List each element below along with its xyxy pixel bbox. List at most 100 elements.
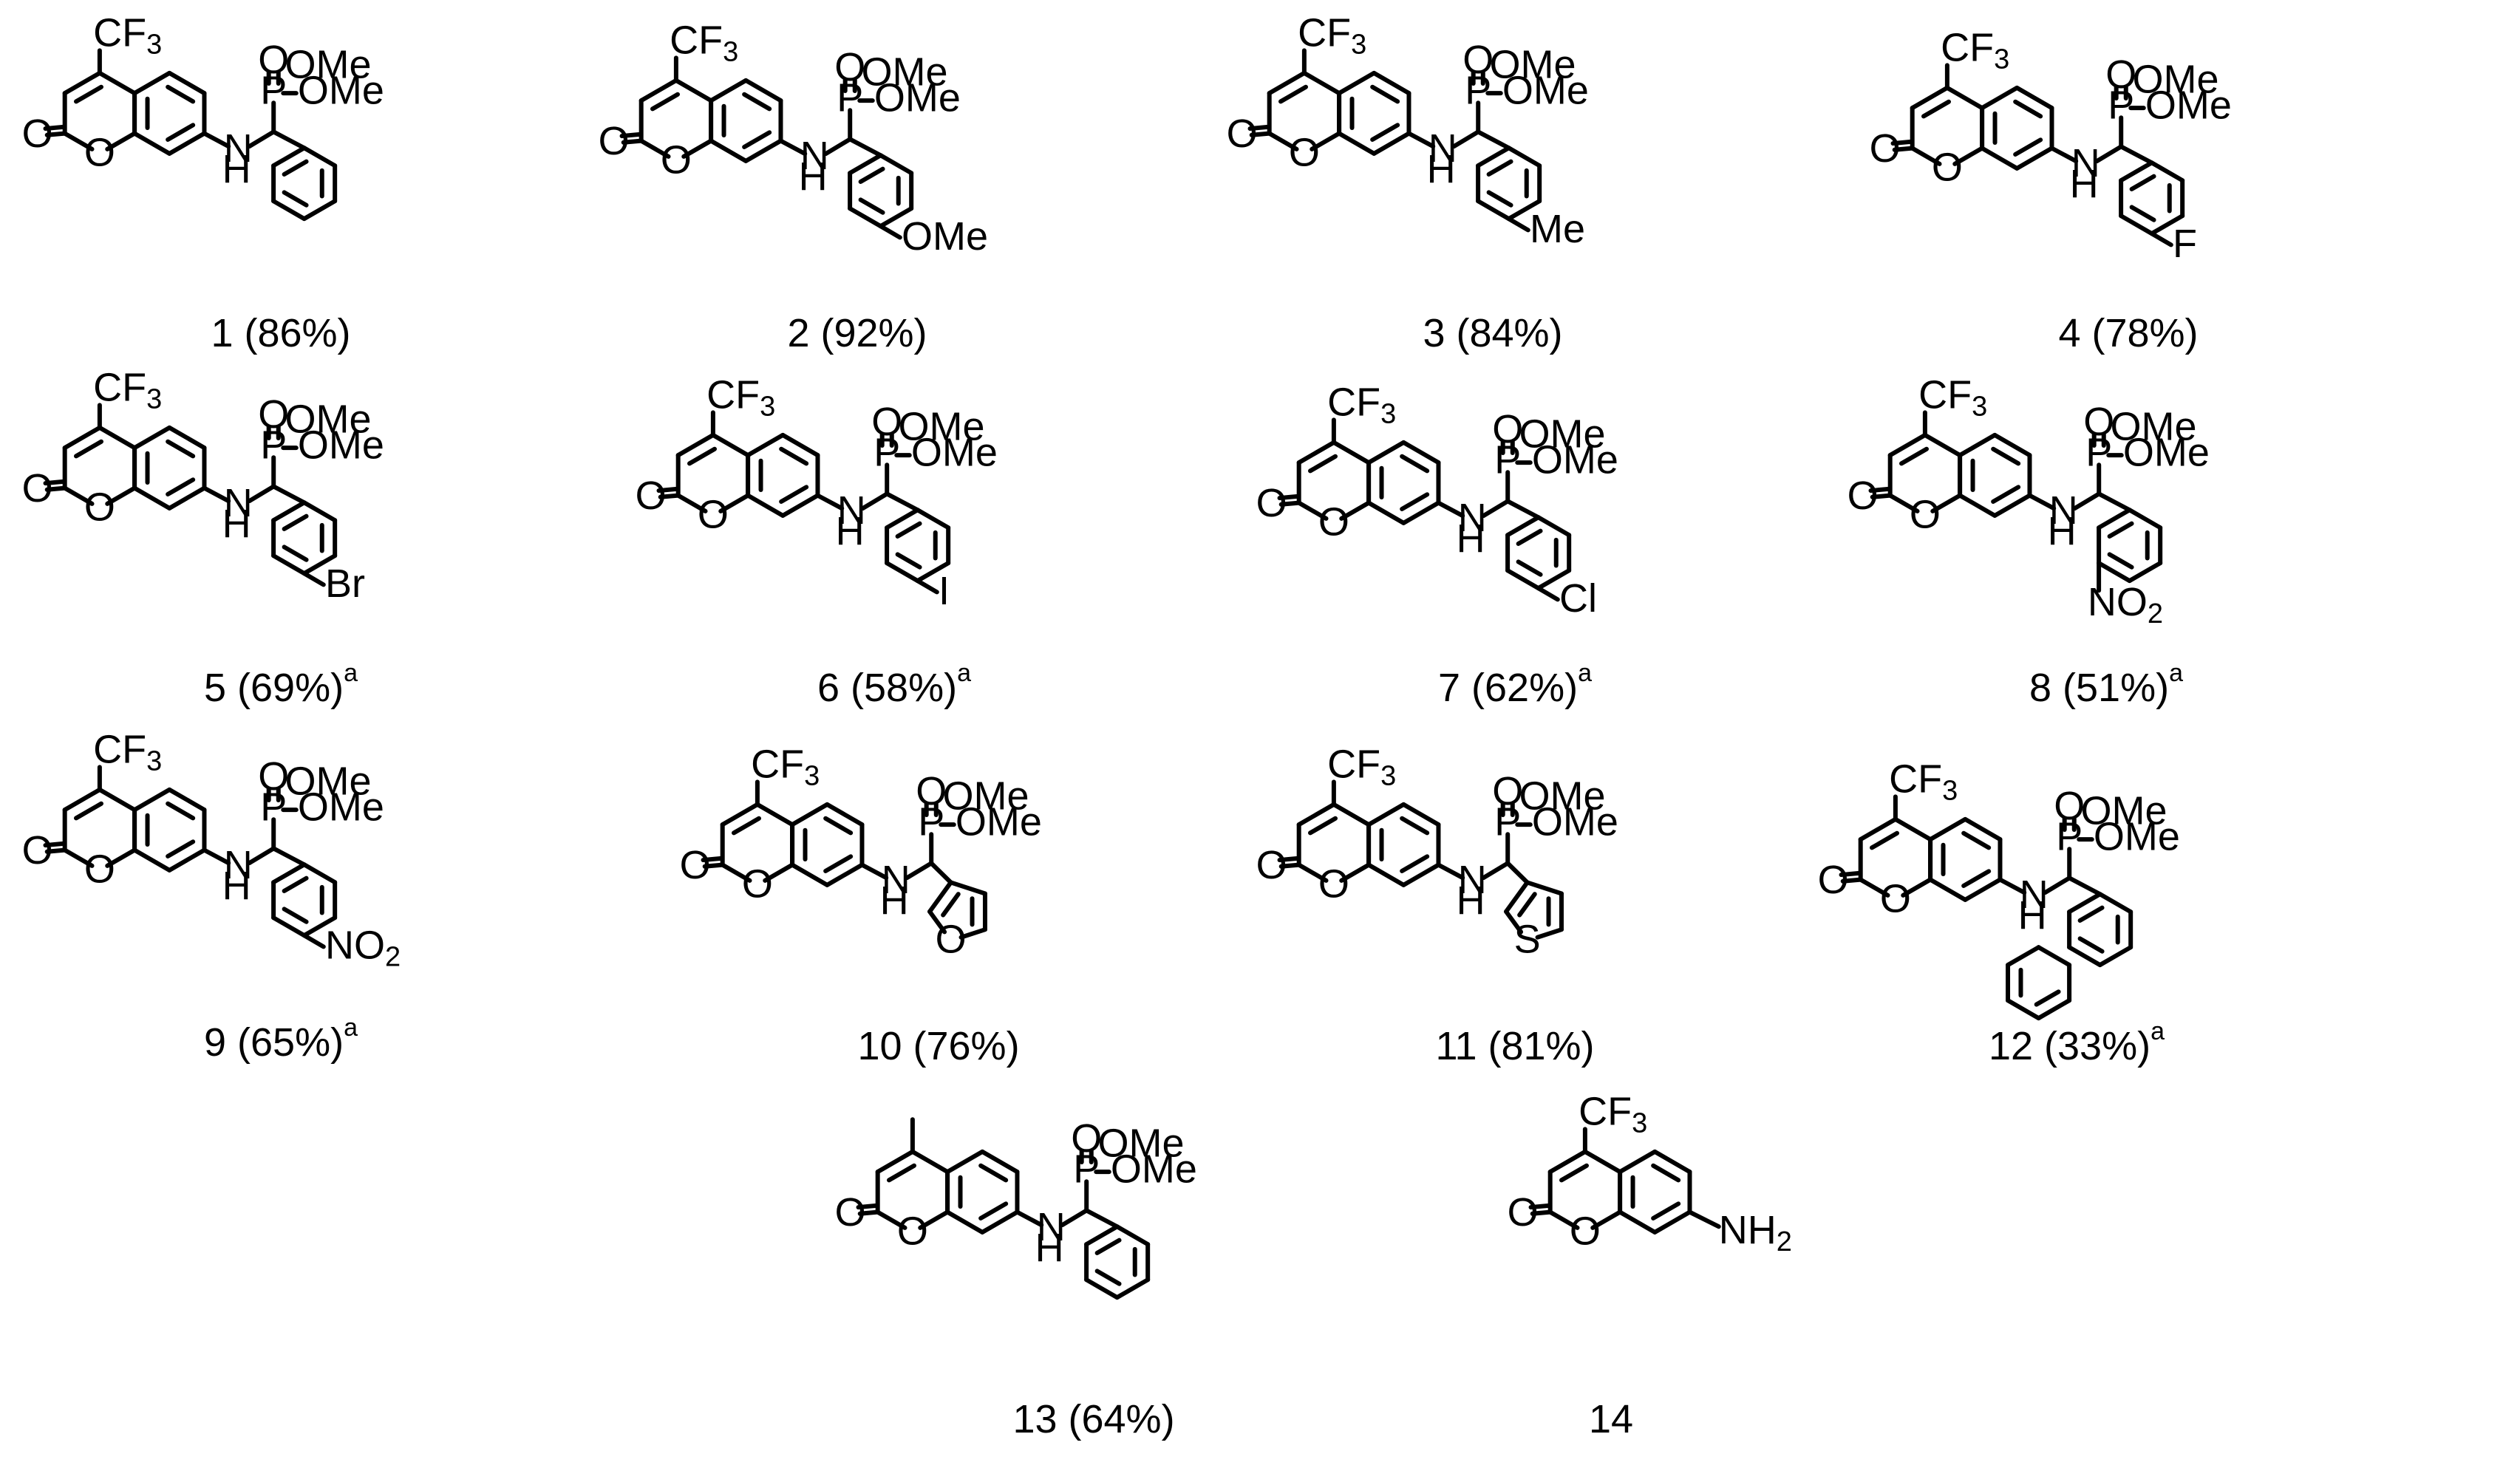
double-bond <box>2107 521 2134 539</box>
carbonyl-oxygen: O <box>1870 126 1901 171</box>
double-bond <box>1400 492 1430 511</box>
amine-hydrogen: H <box>1035 1226 1064 1270</box>
ring-bond <box>1296 862 1329 883</box>
ring-bond <box>1114 1277 1151 1300</box>
ring-bond <box>2015 85 2054 111</box>
compound-caption: 7 (62%)a <box>1438 659 1592 710</box>
carbonyl-bond <box>43 841 66 848</box>
n-c-bond <box>1451 129 1481 149</box>
carbonyl-bond <box>1890 139 1913 146</box>
carbonyl-bond <box>1528 1203 1551 1210</box>
aryl-bond <box>1476 129 1511 151</box>
double-bond <box>282 875 309 893</box>
phosphoryl-oxygen: O <box>2083 400 2114 444</box>
ring-bond <box>673 78 714 103</box>
c-n-bond <box>1998 877 2027 895</box>
ring-oxygen: O <box>1318 861 1349 906</box>
phosphoryl-oxygen: O <box>1492 769 1523 813</box>
ring-bond <box>1401 802 1441 827</box>
ring-bond <box>780 432 820 458</box>
carbonyl-bond <box>1868 486 1891 494</box>
ring-bond <box>948 880 987 896</box>
ring-bond <box>1535 927 1564 940</box>
ring-bond <box>2006 998 2041 1021</box>
ring-bond <box>709 78 749 103</box>
ring-bond <box>1504 880 1530 914</box>
double-bond <box>1400 816 1430 836</box>
amine-nitrogen: N <box>224 126 253 171</box>
carbonyl-oxygen: O <box>1256 843 1287 887</box>
nitro-group: NO2 <box>325 924 401 973</box>
n-c-bond <box>2043 875 2072 895</box>
methoxy-label: OMe <box>1532 437 1618 482</box>
c-n-bond <box>859 862 889 881</box>
compound-caption: 8 (51%)a <box>2029 659 2183 710</box>
c-n-bond <box>1406 131 1436 149</box>
amine-nitrogen: N <box>1458 858 1487 902</box>
ring-bond <box>62 425 102 451</box>
amine-nitrogen: N <box>837 488 866 533</box>
double-bond <box>1870 830 1899 850</box>
ring-bond <box>675 493 708 513</box>
ring-bond <box>2067 945 2102 968</box>
ring-bond <box>2149 160 2185 183</box>
n-c-bond <box>1481 861 1511 881</box>
ring-bond <box>1582 1149 1623 1175</box>
amine-hydrogen: H <box>836 509 865 553</box>
substituent-bond <box>1506 216 1530 233</box>
ring-bond <box>167 787 207 813</box>
ring-bond <box>746 493 786 518</box>
carbonyl-bond <box>1892 146 1915 152</box>
ring-bond <box>945 1209 985 1235</box>
aryl-bond <box>885 491 920 513</box>
ring-bond <box>302 553 338 576</box>
cf3-group: CF3 <box>1889 757 1958 807</box>
double-bond <box>1308 816 1338 836</box>
amine-hydrogen: H <box>799 154 828 199</box>
double-bond <box>941 892 961 918</box>
cf3-group: CF3 <box>1298 11 1366 61</box>
ring-bond <box>927 880 953 914</box>
phosphoryl-oxygen: O <box>1462 38 1494 82</box>
ring-bond <box>1618 1149 1658 1175</box>
ring-bond <box>2015 146 2054 171</box>
ring-bond <box>271 862 307 885</box>
ring-bond <box>62 485 95 506</box>
ring-bond <box>1922 432 1963 458</box>
c-n-bond <box>815 493 845 511</box>
substituent-bond <box>915 578 939 595</box>
carbonyl-bond <box>857 1209 880 1216</box>
double-bond <box>166 439 196 459</box>
ring-bond <box>97 787 137 813</box>
methoxy-label: OMe <box>285 397 371 441</box>
ring-bond <box>1930 493 1963 513</box>
ring-bond <box>2036 998 2072 1021</box>
phosphorus: P <box>2085 430 2112 474</box>
ring-bond <box>720 802 760 827</box>
ring-bond <box>1887 493 1920 513</box>
double-bond <box>858 166 885 184</box>
aryl-bond <box>929 861 953 885</box>
ring-bond <box>1992 493 2032 518</box>
compound-caption: 5 (69%)a <box>204 659 358 710</box>
ring-bond <box>720 862 752 883</box>
compound-caption: 4 (78%) <box>2058 311 2198 355</box>
ring-bond <box>848 206 883 229</box>
phosphorus: P <box>260 785 287 829</box>
double-bond <box>887 1163 916 1183</box>
ring-bond <box>2067 892 2102 915</box>
n-c-bond <box>247 129 276 149</box>
ring-bond <box>1992 432 2032 458</box>
double-bond <box>978 1201 1009 1221</box>
ring-bond <box>1928 816 1968 842</box>
carbonyl-oxygen: O <box>22 828 53 873</box>
double-bond <box>1370 123 1400 142</box>
ring-bond <box>790 862 830 887</box>
phosphorus: P <box>1494 437 1521 482</box>
